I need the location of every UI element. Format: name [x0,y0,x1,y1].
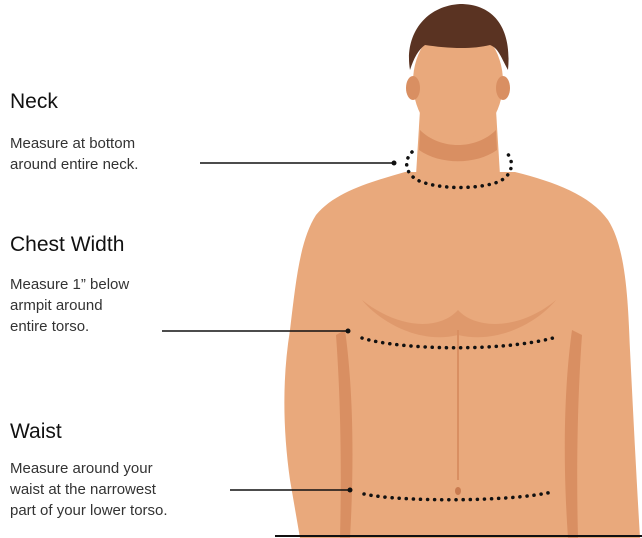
waist-description-line: Measure around your [10,458,168,479]
navel [455,487,461,495]
right-ear [496,76,510,100]
chest-description-line: armpit around [10,295,129,316]
left-ear [406,76,420,100]
waist-title: Waist [10,420,62,444]
waist-leader-dot [348,488,353,493]
waist-description-line: part of your lower torso. [10,500,168,521]
chest-leader-dot [346,329,351,334]
neck-leader-dot [392,161,397,166]
chest-width-description: Measure 1” below armpit around entire to… [10,274,129,337]
waist-description-line: waist at the narrowest [10,479,168,500]
chest-description-line: entire torso. [10,316,129,337]
waist-description: Measure around your waist at the narrowe… [10,458,168,521]
neck-title: Neck [10,90,58,114]
chest-width-title: Chest Width [10,233,124,257]
neck-description: Measure at bottom around entire neck. [10,133,138,175]
neck-description-line: Measure at bottom [10,133,138,154]
neck-description-line: around entire neck. [10,154,138,175]
chest-description-line: Measure 1” below [10,274,129,295]
